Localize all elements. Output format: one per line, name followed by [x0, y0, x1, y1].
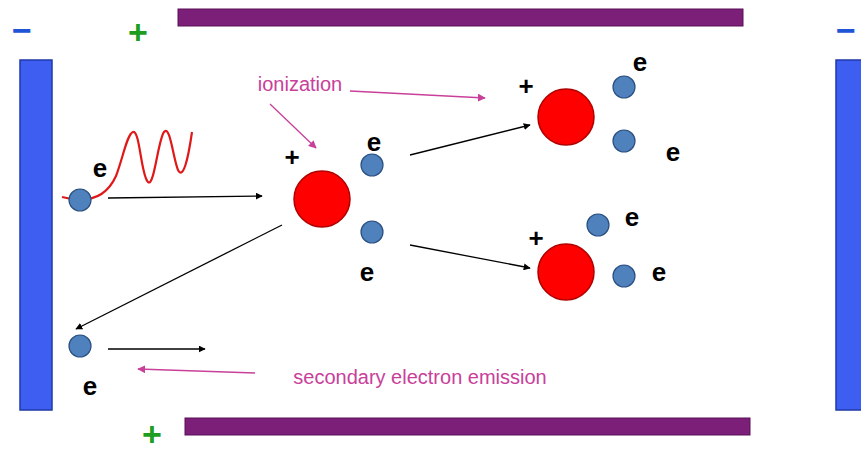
electron — [361, 221, 383, 243]
electron — [361, 154, 383, 176]
trajectory-arrow — [410, 245, 530, 268]
electron — [613, 130, 635, 152]
leader-arrow — [138, 369, 255, 373]
electron — [613, 76, 635, 98]
electron-label: e — [633, 49, 647, 75]
ion-charge: + — [528, 225, 543, 251]
leader-arrow — [350, 91, 485, 98]
electron-label: e — [652, 259, 666, 285]
electron — [69, 189, 91, 211]
electron-label: e — [92, 155, 108, 181]
positive-ion — [538, 89, 594, 145]
ion-charge: + — [518, 73, 533, 99]
anode-plate — [185, 418, 750, 435]
electron — [69, 335, 91, 357]
electron-label: e — [367, 129, 381, 155]
trajectory-arrow — [108, 196, 262, 198]
leader-arrow — [270, 104, 316, 148]
cathode-plate — [20, 60, 52, 410]
positive-ion — [294, 171, 350, 227]
electron — [613, 265, 635, 287]
electrode-polarity: − — [836, 13, 856, 47]
electron-label: e — [360, 259, 374, 285]
trajectory-arrow — [410, 125, 530, 155]
electron — [587, 214, 609, 236]
ion-charge: + — [284, 144, 299, 170]
trajectory-arrow — [76, 225, 282, 329]
positive-ion — [538, 244, 594, 300]
electron-label: e — [83, 373, 97, 399]
process-label: secondary electron emission — [293, 367, 546, 387]
cathode-plate — [836, 60, 861, 410]
electron-label: e — [666, 139, 680, 165]
electrode-polarity: + — [142, 417, 162, 451]
trajectory-arrow — [108, 348, 205, 349]
electrode-polarity: − — [12, 13, 32, 47]
electron-label: e — [625, 204, 639, 230]
anode-plate — [178, 9, 743, 26]
process-label: ionization — [258, 74, 343, 94]
electrode-polarity: + — [128, 15, 148, 49]
